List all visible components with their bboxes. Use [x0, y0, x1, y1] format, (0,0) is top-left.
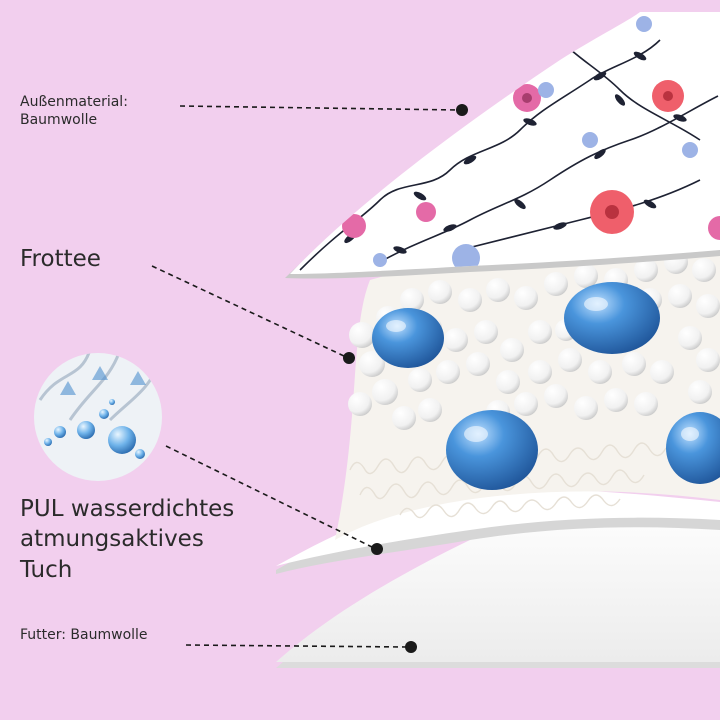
pul-layer — [276, 489, 720, 574]
water-droplets-icon — [34, 353, 162, 481]
flower-pink-2 — [342, 202, 720, 240]
label-terry: Frottee — [20, 246, 101, 272]
label-lining: Futter: Baumwolle — [20, 627, 148, 643]
flower-red-2 — [652, 80, 684, 112]
outer-floral-layer — [285, 12, 720, 279]
flower-pink — [513, 84, 541, 112]
pointer-line-terry — [151, 265, 345, 357]
lining-layer — [276, 499, 720, 668]
label-pul-line2: atmungsaktives — [20, 526, 204, 553]
label-pul-fabric: PUL wasserdichtes atmungsaktives Tuch — [20, 494, 280, 585]
flower-blue — [373, 16, 698, 272]
pointer-dot-pul — [371, 543, 383, 555]
pointer-line-pul — [165, 445, 373, 548]
label-pul-line3: Tuch — [20, 556, 73, 583]
flower-red — [590, 190, 634, 234]
pointer-dot-lining — [405, 641, 417, 653]
pointer-dot-terry — [343, 352, 355, 364]
pointer-line-outer — [179, 105, 459, 111]
label-outer-line1: Außenmaterial: — [20, 94, 128, 110]
label-pul-line1: PUL wasserdichtes — [20, 496, 235, 522]
pointer-dot-outer — [456, 104, 468, 116]
terry-layer — [335, 240, 720, 540]
label-outer-material: Außenmaterial: Baumwolle — [20, 94, 180, 129]
label-outer-line2: Baumwolle — [20, 111, 98, 128]
pointer-line-lining — [185, 644, 407, 648]
